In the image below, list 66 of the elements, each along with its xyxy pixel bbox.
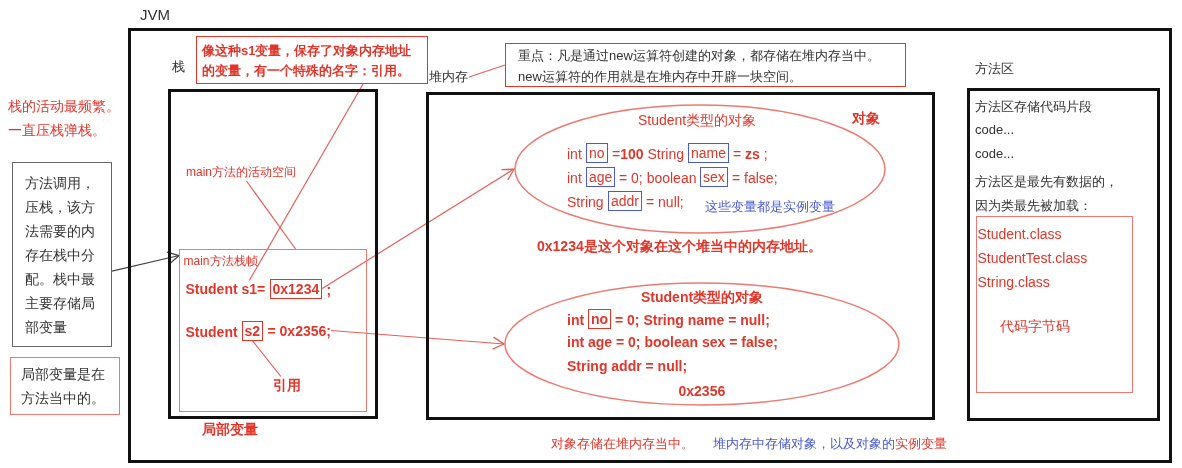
code-text: =100 String [612,145,684,163]
note-text: 一直压栈弹栈。 [8,122,106,140]
class-text: String.class [977,273,1050,290]
code-text: String [567,193,604,211]
note-text: 栈的活动最频繁。 [8,98,120,116]
code-text: int [567,311,585,329]
highlight-box: no [588,309,612,329]
code-text: Student s1= [185,280,266,297]
box-title: Student类型的对象 [641,289,764,307]
annotation-text: 对象 [852,110,880,128]
body-text: code... [975,122,1015,137]
highlight-box: 0x1234 [269,278,323,299]
body-text: 方法区是最先有数据的，因为类最先被加载： [975,173,1119,215]
class-text: StudentTest.class [977,249,1088,266]
box-title: 代码字节码 [999,317,1070,336]
note-box: 局部变量是在方法当中的。 [10,357,120,415]
arrow [330,329,505,350]
annotation-text: 引用 [272,376,301,395]
arrow [321,168,515,290]
callout-box: 像这种s1变量，保存了对象内存地址的变量，有一个特殊的名字：引用。 [196,36,428,84]
box-title: Student类型的对象 [638,112,757,130]
highlight-box: no [586,143,608,163]
annotation-text: 局部变量 [202,421,258,439]
body-text: code... [975,146,1015,161]
code-text: = false; [732,169,778,187]
body-text: 方法区存储代码片段 [975,98,1092,116]
box-title: main方法栈帧 [183,252,258,270]
code-text: = zs ; [733,145,768,163]
leader-line [468,64,506,78]
leader-line [251,339,282,378]
note-box: 重点：凡是通过new运算符创建的对象，都存储在堆内存当中。 new运算符的作用就是在堆内存中开辟一块空间。 [505,43,906,87]
code-text: = 0x2356; [267,322,331,339]
address-text: 0x2356 [678,383,726,399]
bytecode-box [976,216,1133,393]
highlight-box: s2 [241,320,264,341]
object-ellipse [504,282,900,406]
highlight-box: sex [700,167,728,187]
annotation-text: main方法的活动空间 [186,164,296,181]
highlight-box: addr [608,191,643,211]
code-text: String addr = null; [567,358,688,374]
note-box: 方法调用，压栈，该方法需要的内存在栈中分配。栈中最主要存储局部变量 [12,162,112,347]
stack-frame-box [179,249,367,412]
code-text: = null; [646,193,684,211]
code-text: Student [185,322,238,341]
leader-line [245,180,297,250]
box-heading: JVM [140,6,170,23]
note-text: 这些变量都是实例变量 [705,198,835,216]
box-heading: 方法区 [975,60,1014,78]
code-text: = 0; boolean [619,169,697,187]
note-text: 实例变量 [895,435,947,453]
note-text: 0x1234是这个对象在这个堆当中的内存地址。 [537,238,822,256]
box-heading: 栈 [172,58,185,76]
note-text: 对象存储在堆内存当中。 [551,435,694,453]
highlight-box: name [688,143,730,163]
highlight-box: age [586,167,616,187]
box-heading: 堆内存 [429,68,468,86]
code-text: int [567,169,582,187]
leader-line [248,83,364,282]
note-text: 堆内存中存储对象，以及对象的 [713,435,895,453]
class-text: Student.class [977,225,1062,242]
code-text: = 0; String name = null; [615,311,770,329]
arrow [111,251,180,272]
code-text: int [567,145,582,163]
object-ellipse [514,104,886,234]
code-text: ; [326,280,332,299]
code-text: int age = 0; boolean sex = false; [567,334,778,350]
